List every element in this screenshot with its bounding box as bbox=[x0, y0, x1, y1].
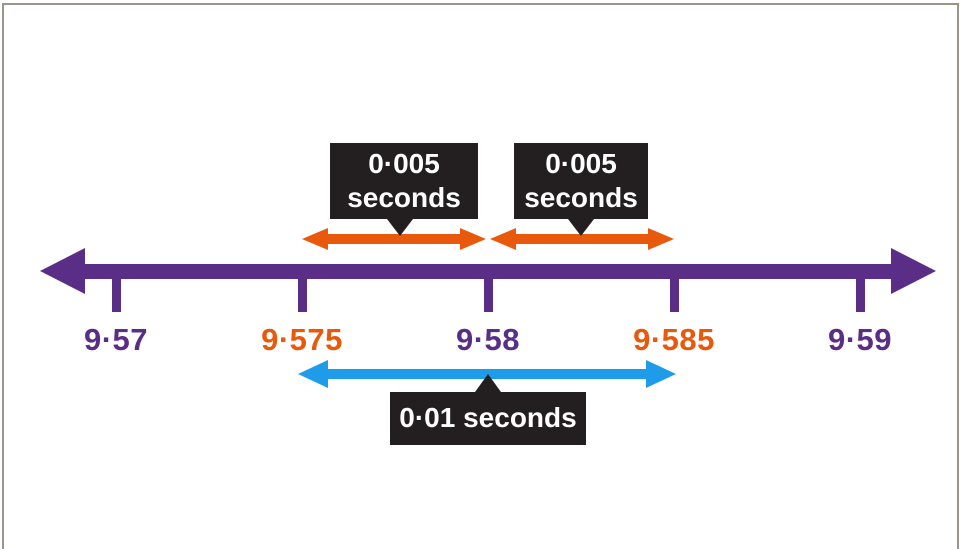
callout-line2: seconds bbox=[347, 182, 461, 213]
arrow-shaft bbox=[512, 234, 652, 244]
callout-pointer-icon bbox=[568, 219, 594, 236]
callout-0005-left: 0·005 seconds bbox=[330, 143, 478, 236]
tick-label: 9·58 bbox=[455, 322, 521, 357]
arrowhead-left-icon bbox=[490, 228, 516, 250]
callout-001: 0·01 seconds bbox=[390, 374, 586, 445]
tick-label: 9·575 bbox=[261, 322, 343, 357]
tick-label: 9·57 bbox=[83, 322, 149, 357]
tick-label: 9·585 bbox=[633, 322, 715, 357]
tick-mark bbox=[298, 270, 307, 312]
arrowhead-right-icon bbox=[460, 228, 486, 250]
arrowhead-left-icon bbox=[302, 228, 328, 250]
arrowhead-right-icon bbox=[648, 228, 674, 250]
callout-line1: 0·005 bbox=[368, 148, 440, 179]
arrow-shaft bbox=[324, 234, 464, 244]
line-left-arrowhead-icon bbox=[40, 248, 85, 294]
callout-line1: 0·005 bbox=[545, 148, 617, 179]
arrowhead-left-icon bbox=[298, 360, 328, 388]
line-right-arrowhead-icon bbox=[891, 248, 936, 294]
callout-line2: seconds bbox=[524, 182, 638, 213]
callout-pointer-icon bbox=[387, 219, 413, 236]
tick-mark bbox=[856, 270, 865, 312]
callout-text: 0·01 seconds bbox=[399, 402, 577, 433]
tick-mark bbox=[484, 270, 493, 312]
arrowhead-right-icon bbox=[646, 360, 676, 388]
callout-pointer-icon bbox=[475, 374, 501, 392]
tick-mark bbox=[112, 270, 121, 312]
tick-label: 9·59 bbox=[827, 322, 893, 357]
callout-0005-right: 0·005 seconds bbox=[514, 143, 648, 236]
tick-mark bbox=[670, 270, 679, 312]
